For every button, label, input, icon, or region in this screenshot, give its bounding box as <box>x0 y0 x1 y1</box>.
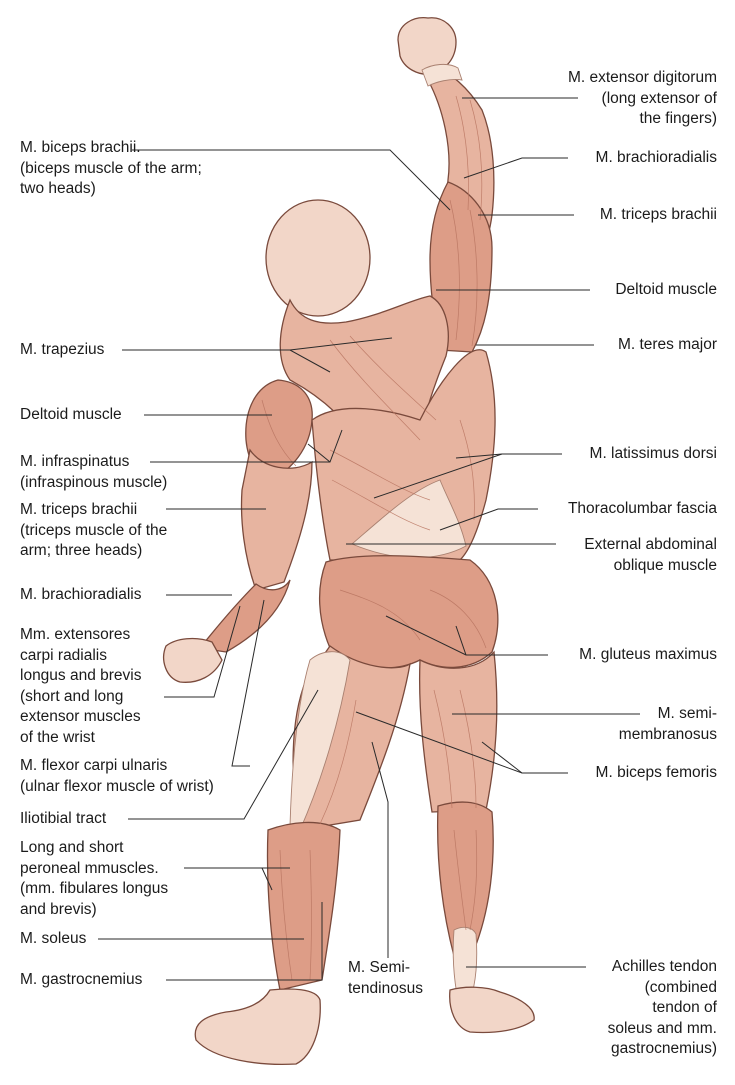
label-brachioradialis-r: M. brachioradialis <box>595 149 717 166</box>
leader-brachioradialis-r <box>463 157 568 179</box>
label-biceps-brachii: M. biceps brachii. (biceps muscle of the… <box>20 139 202 197</box>
muscle-fibers <box>261 95 487 981</box>
gluteus <box>318 555 499 669</box>
raised-hand <box>397 17 457 75</box>
label-peroneal: Long and short peroneal mmuscles. (mm. f… <box>20 839 169 918</box>
label-teres-major: M. teres major <box>617 336 717 353</box>
leader-semitendinosus <box>371 741 389 958</box>
label-deltoid-l: Deltoid muscle <box>20 406 122 423</box>
label-latissimus: M. latissimus dorsi <box>589 445 717 462</box>
leader-biceps-femoris-2 <box>481 741 523 774</box>
label-triceps-l: M. triceps brachii (triceps muscle of th… <box>20 501 168 559</box>
leader-biceps-brachii <box>132 149 451 211</box>
leader-ext-carpi <box>164 605 241 698</box>
label-achilles: Achilles tendon (combined tendon of sole… <box>607 958 717 1057</box>
right-thigh <box>418 650 498 813</box>
leader-trapezius-2 <box>289 337 393 351</box>
left-upper-arm <box>240 448 313 591</box>
leader-lines <box>98 97 640 981</box>
left-foot <box>194 988 321 1065</box>
label-iliotibial: Iliotibial tract <box>20 810 107 827</box>
raised-wrist-band <box>421 63 463 87</box>
label-triceps-r: M. triceps brachii <box>599 206 717 223</box>
label-gluteus: M. gluteus maximus <box>579 646 717 663</box>
label-semitendinosus: M. Semi- tendinosus <box>348 959 423 997</box>
achilles-tendon <box>452 926 478 1001</box>
label-soleus: M. soleus <box>20 930 87 947</box>
label-gastrocnemius: M. gastrocnemius <box>20 971 143 988</box>
left-calf <box>266 821 341 991</box>
label-flexor-carpi: M. flexor carpi ulnaris (ulnar flexor mu… <box>20 757 214 795</box>
label-thoracolumbar: Thoracolumbar fascia <box>567 500 717 517</box>
label-trapezius: M. trapezius <box>20 341 105 358</box>
label-semimembranosus: M. semi- membranosus <box>618 705 717 743</box>
leader-iliotibial <box>128 689 319 820</box>
label-ext-digitorum: M. extensor digitorum (long extensor of … <box>567 69 717 127</box>
body-illustration <box>163 17 535 1065</box>
leader-latissimus-2 <box>455 453 503 459</box>
label-ext-carpi: Mm. extensores carpi radialis longus and… <box>20 626 142 746</box>
leader-gastrocnemius <box>166 902 323 981</box>
left-forearm <box>198 579 291 653</box>
leader-thoracolumbar <box>439 508 538 531</box>
leader-flexor-carpi <box>231 599 265 767</box>
right-calf <box>436 801 494 957</box>
leader-peroneal-2 <box>261 867 273 891</box>
label-brachioradialis-l: M. brachioradialis <box>20 586 142 603</box>
left-hand <box>163 637 223 683</box>
label-biceps-femoris: M. biceps femoris <box>595 764 717 781</box>
label-deltoid-r: Deltoid muscle <box>615 281 717 298</box>
leader-gluteus-2 <box>455 625 467 656</box>
leader-infraspinatus-2 <box>307 443 331 463</box>
head <box>265 199 371 317</box>
right-foot <box>449 986 535 1034</box>
label-infraspinatus: M. infraspinatus (infraspinous muscle) <box>20 453 168 491</box>
label-ext-oblique: External abdominal oblique muscle <box>584 536 717 574</box>
